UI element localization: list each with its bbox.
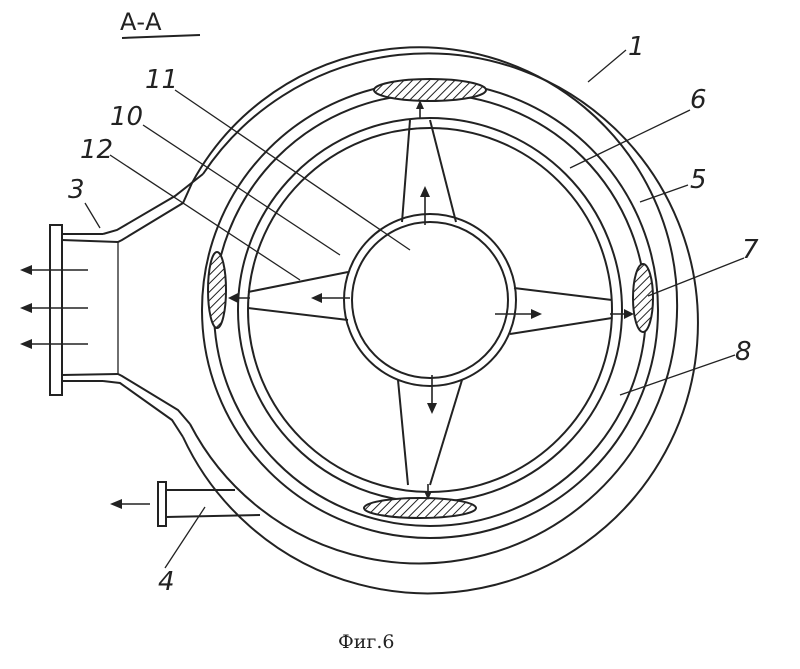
callout-8: 8 [735, 337, 752, 367]
callout-10: 10 [110, 102, 143, 132]
callout-12: 12 [80, 135, 113, 165]
outlet-flange [50, 225, 118, 395]
callout-3: 3 [68, 175, 85, 205]
figure-caption: Фиг.6 [338, 631, 395, 653]
section-label: А-А [120, 8, 162, 36]
central-tube [344, 214, 516, 386]
callout-7: 7 [742, 235, 759, 265]
callout-5: 5 [690, 165, 707, 195]
callout-1: 1 [628, 32, 645, 62]
ring-6 [238, 118, 622, 502]
spokes [248, 120, 612, 485]
callout-4: 4 [158, 567, 175, 597]
callout-11: 11 [145, 65, 178, 95]
callout-6: 6 [690, 85, 707, 115]
